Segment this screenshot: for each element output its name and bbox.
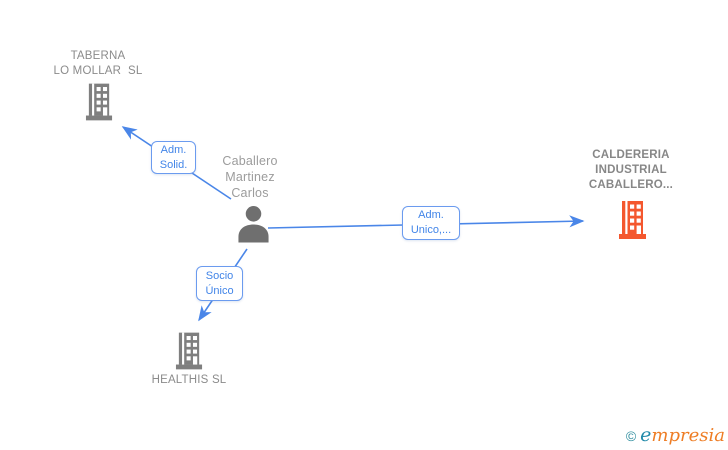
edge-label-adm-solid: Adm. Solid. — [151, 141, 196, 174]
company-name-caldereria[interactable]: CALDERERIA INDUSTRIAL CABALLERO... — [588, 149, 674, 191]
edge-label-adm-unico: Adm. Unico,... — [402, 206, 460, 240]
person-icon[interactable] — [237, 205, 270, 243]
logo-brand-text: mpresia — [651, 425, 725, 446]
building-icon-taberna[interactable] — [85, 83, 114, 121]
person-name[interactable]: Caballero Martinez Carlos — [222, 154, 278, 200]
company-name-healthis[interactable]: HEALTHIS SL — [151, 374, 227, 386]
company-name-taberna[interactable]: TABERNA LO MOLLAR SL — [53, 50, 143, 77]
copyright-icon: © — [625, 428, 637, 444]
building-icon-caldereria[interactable] — [618, 201, 648, 239]
building-icon-healthis[interactable] — [175, 332, 204, 370]
edge-label-socio-unico: Socio Único — [196, 266, 243, 301]
empresia-logo: © e mpresia — [626, 424, 725, 446]
logo-brand-first-letter: e — [640, 424, 652, 446]
